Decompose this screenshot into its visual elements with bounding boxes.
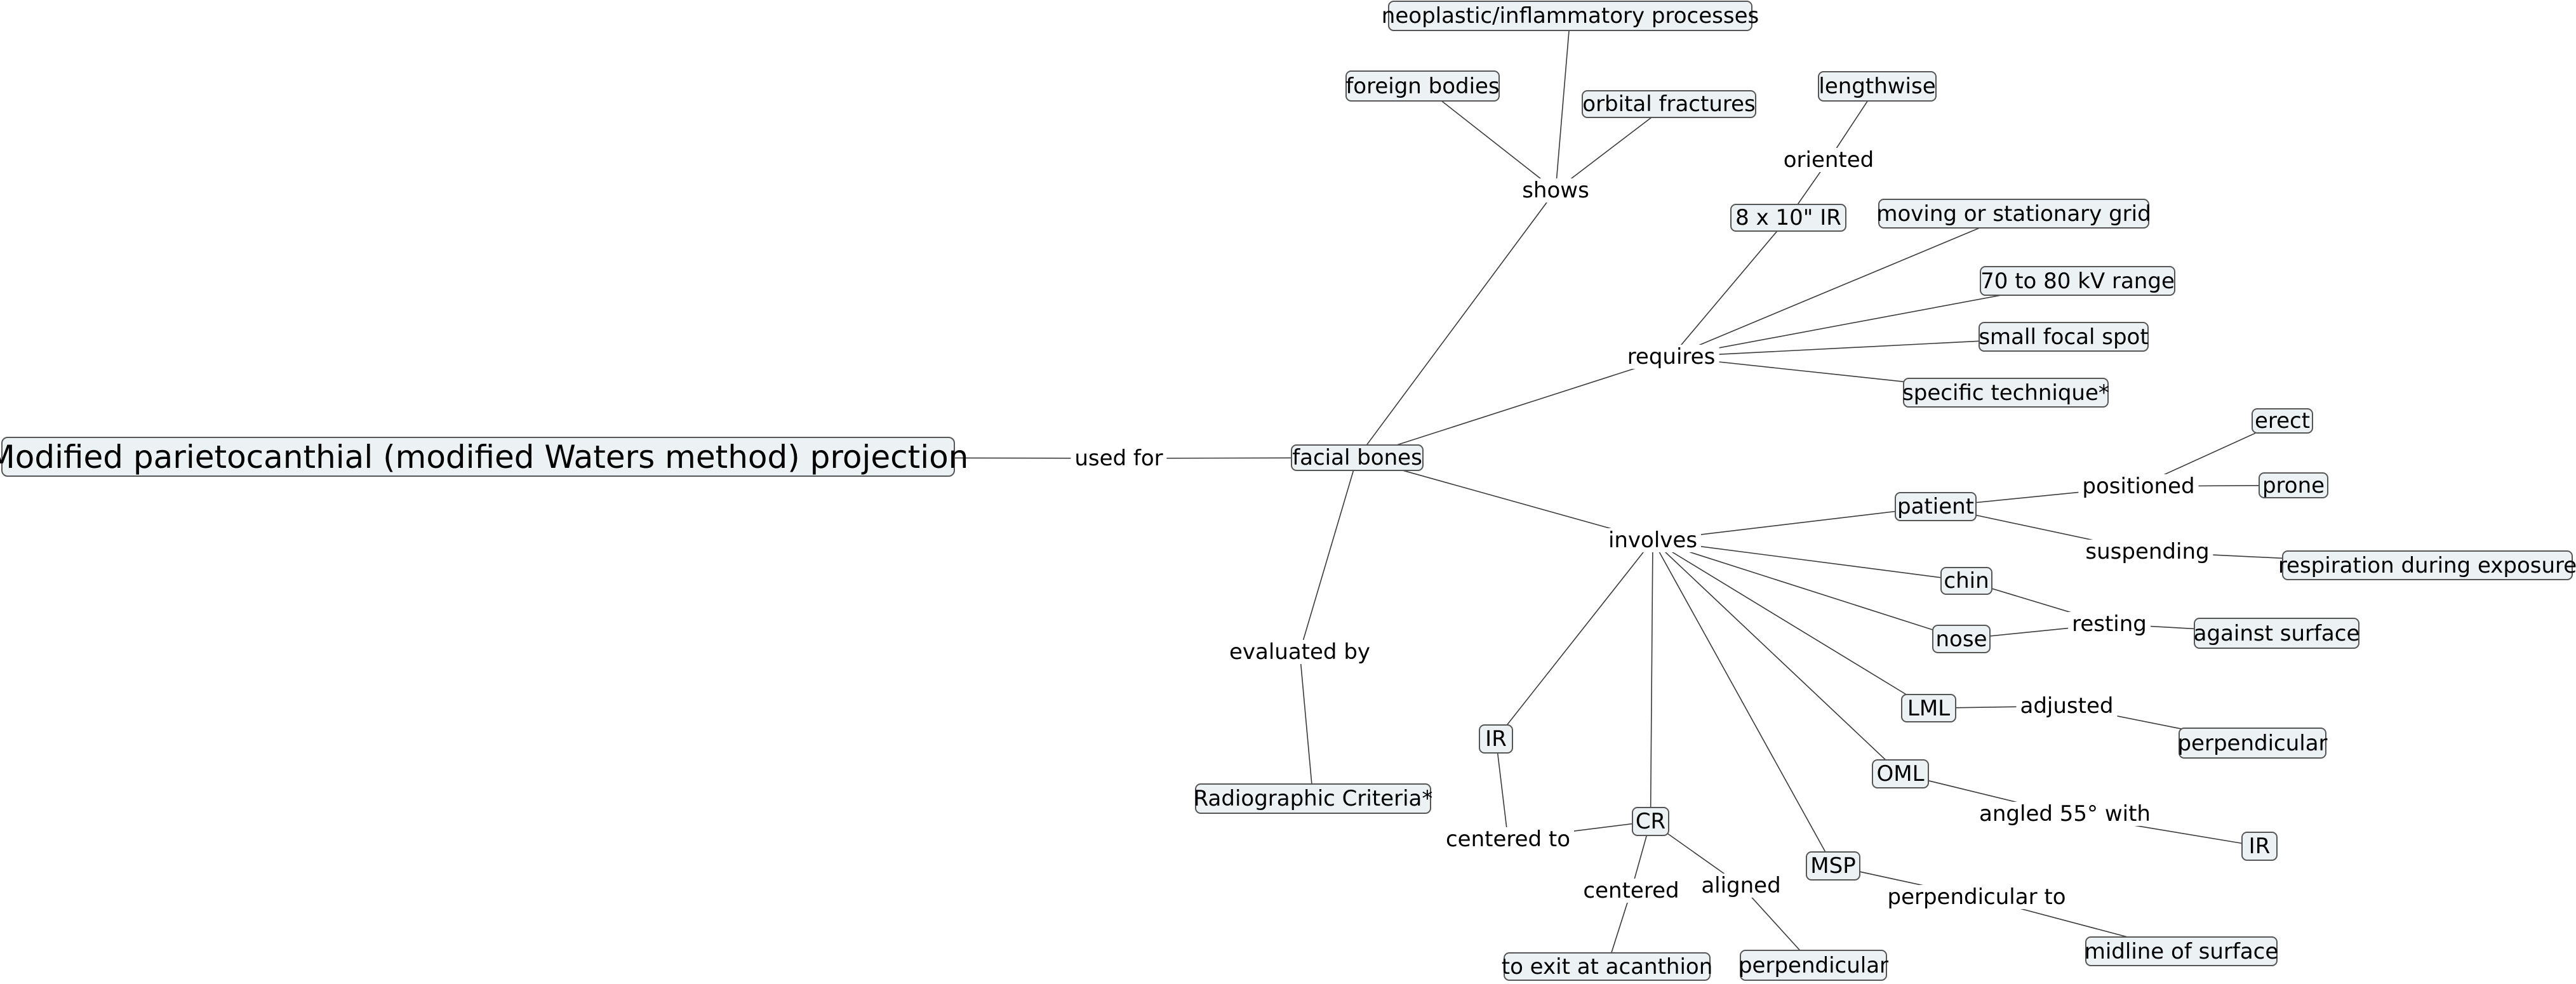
concept-8x10-ir[interactable]: 8 x 10" IR	[1730, 204, 1846, 232]
concept-radiographic-criteria[interactable]: Radiographic Criteria*	[1194, 783, 1432, 814]
concept-moving-stationary-grid[interactable]: moving or stationary grid	[1876, 199, 2151, 229]
concept-orbital-fractures[interactable]: orbital fractures	[1582, 90, 1756, 118]
link-phrase-centered: centered	[1579, 879, 1683, 903]
concept-chin[interactable]: chin	[1940, 567, 1992, 595]
connector-evaluated_by-criteria	[1299, 651, 1314, 799]
link-phrase-resting: resting	[2068, 612, 2151, 636]
concept-msp[interactable]: MSP	[1806, 851, 1860, 881]
link-phrase-suspending: suspending	[2081, 540, 2213, 564]
connector-involves-cr	[1650, 540, 1653, 822]
concept-oml[interactable]: OML	[1872, 759, 1929, 788]
concept-nose[interactable]: nose	[1932, 625, 1991, 653]
connector-facial_bones-evaluated_by	[1299, 457, 1358, 653]
link-phrase-angled-55-with: angled 55° with	[1975, 802, 2154, 826]
connector-involves-ir_left	[1495, 540, 1653, 740]
concept-facial-bones[interactable]: facial bones	[1291, 444, 1424, 471]
concept-midline-of-surface[interactable]: midline of surface	[2085, 936, 2278, 966]
link-phrase-evaluated-by: evaluated by	[1225, 640, 1375, 664]
root-concept[interactable]: Modified parietocanthial (modified Water…	[0, 437, 968, 477]
concept-lengthwise[interactable]: lengthwise	[1818, 71, 1937, 102]
connector-involves-chin	[1652, 540, 1967, 582]
concept-lml[interactable]: LML	[1901, 694, 1956, 722]
link-phrase-aligned: aligned	[1697, 874, 1785, 898]
concept-to-exit-at-acanthion[interactable]: to exit at acanthion	[1502, 952, 1712, 981]
concept-specific-technique[interactable]: specific technique*	[1902, 378, 2109, 408]
connector-facial_bones-shows	[1356, 190, 1556, 458]
link-phrase-adjusted: adjusted	[2016, 694, 2118, 718]
connector-requires-ir_8x10	[1671, 217, 1789, 357]
concept-ir-left[interactable]: IR	[1479, 724, 1513, 754]
concept-kv-range[interactable]: 70 to 80 kV range	[1980, 266, 2175, 296]
connector-facial_bones-involves	[1357, 457, 1653, 541]
concept-small-focal-spot[interactable]: small focal spot	[1979, 322, 2149, 352]
link-phrase-involves: involves	[1604, 528, 1702, 552]
concept-cr[interactable]: CR	[1632, 807, 1669, 836]
concept-against-surface[interactable]: against surface	[2194, 618, 2359, 649]
link-phrase-positioned: positioned	[2078, 474, 2199, 498]
link-phrase-centered-to: centered to	[1441, 827, 1575, 851]
connector-requires-grid	[1671, 213, 2014, 357]
concept-erect[interactable]: erect	[2252, 408, 2313, 434]
link-phrase-requires: requires	[1623, 345, 1719, 369]
connector-facial_bones-requires	[1357, 356, 1672, 458]
concept-patient[interactable]: patient	[1895, 492, 1977, 521]
link-phrase-oriented: oriented	[1779, 148, 1878, 172]
concept-ir-right[interactable]: IR	[2241, 832, 2278, 861]
concept-prone[interactable]: prone	[2259, 472, 2328, 498]
connector-ir_left-centered_to	[1495, 738, 1509, 840]
connector-shows-neoplastic	[1555, 15, 1571, 191]
concept-neoplastic-processes[interactable]: neoplastic/inflammatory processes	[1382, 1, 1759, 31]
connector-involves-nose	[1652, 540, 1962, 640]
concept-perpendicular-lml[interactable]: perpendicular	[2177, 728, 2328, 759]
connector-shows-foreign_bodies	[1422, 85, 1556, 191]
concept-foreign-bodies[interactable]: foreign bodies	[1345, 70, 1500, 102]
connector-involves-msp	[1652, 540, 1834, 867]
concept-perpendicular-cr[interactable]: perpendicular	[1738, 950, 1888, 981]
connector-shows-orbital_fractures	[1555, 103, 1669, 191]
connector-involves-lml	[1652, 540, 1929, 709]
link-phrase-used-for: used for	[1071, 446, 1167, 470]
connector-involves-oml	[1652, 540, 1901, 775]
link-phrase-shows: shows	[1518, 178, 1593, 203]
link-phrase-perpendicular-to: perpendicular to	[1883, 885, 2070, 909]
concept-respiration-during-exposure[interactable]: respiration during exposure	[2278, 550, 2576, 580]
